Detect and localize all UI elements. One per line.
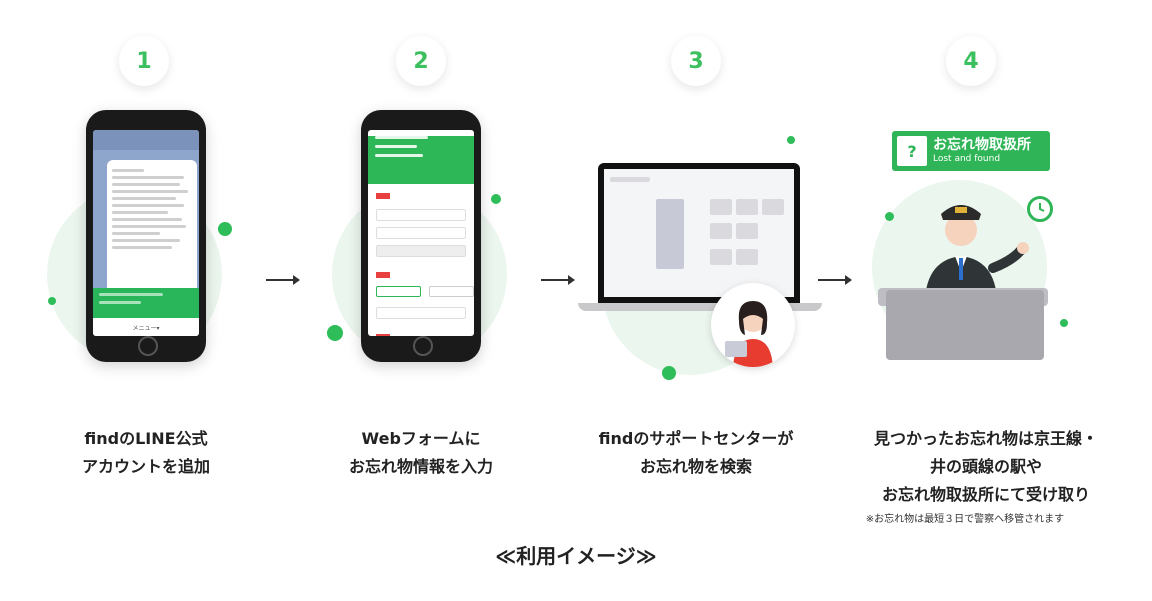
decor-dot: [885, 212, 894, 221]
usage-image-title: ≪利用イメージ≫: [495, 544, 657, 568]
form-header: [368, 136, 474, 184]
step-1-number: 1: [119, 36, 169, 86]
step-2-caption: Webフォームに お忘れ物情報を入力: [348, 429, 493, 476]
laptop-screen: [604, 169, 794, 297]
decor-dot: [787, 136, 795, 144]
step-2-number: 2: [396, 36, 446, 86]
chat-menu-bar: メニュー▾: [93, 318, 199, 336]
chat-header: [93, 130, 199, 150]
decor-dot: [48, 297, 56, 305]
decor-dot: [327, 325, 343, 341]
laptop-base: [578, 303, 822, 311]
chat-banner: [93, 288, 199, 318]
sign-title: お忘れ物取扱所: [933, 137, 1031, 153]
web-form-screen: [368, 130, 474, 336]
support-operator-icon: [711, 283, 795, 367]
step-1-caption: findのLINE公式 アカウントを追加: [81, 429, 210, 476]
step-3-caption: findのサポートセンターが お忘れ物を検索: [598, 429, 794, 476]
decor-dot: [218, 222, 232, 236]
arrow-3-to-4: [818, 275, 852, 285]
step2-phone: [361, 110, 481, 362]
step3-laptop: [598, 163, 800, 303]
police-transfer-note: ※お忘れ物は最短３日で警察へ移管されます: [865, 514, 1065, 525]
step1-phone: メニュー▾: [86, 110, 206, 362]
arrow-1-to-2: [266, 275, 300, 285]
decor-dot: [1060, 319, 1068, 327]
lost-item-icon: ?: [897, 136, 927, 166]
decor-dot: [662, 366, 676, 380]
chat-bubble: [107, 160, 197, 300]
step-4-number: 4: [946, 36, 996, 86]
step-4-caption: 見つかったお忘れ物は京王線・ 井の頭線の駅や お忘れ物取扱所にて受け取り: [873, 429, 1098, 504]
arrow-2-to-3: [541, 275, 575, 285]
lost-and-found-sign: ? お忘れ物取扱所 Lost and found: [892, 131, 1050, 171]
clock-icon: [1027, 196, 1053, 222]
station-staff-icon: [925, 205, 1029, 300]
step-3-number: 3: [671, 36, 721, 86]
decor-dot: [491, 194, 501, 204]
line-chat-screen: メニュー▾: [93, 130, 199, 336]
lost-and-found-counter: [886, 290, 1044, 360]
sign-subtitle: Lost and found: [933, 154, 1001, 164]
